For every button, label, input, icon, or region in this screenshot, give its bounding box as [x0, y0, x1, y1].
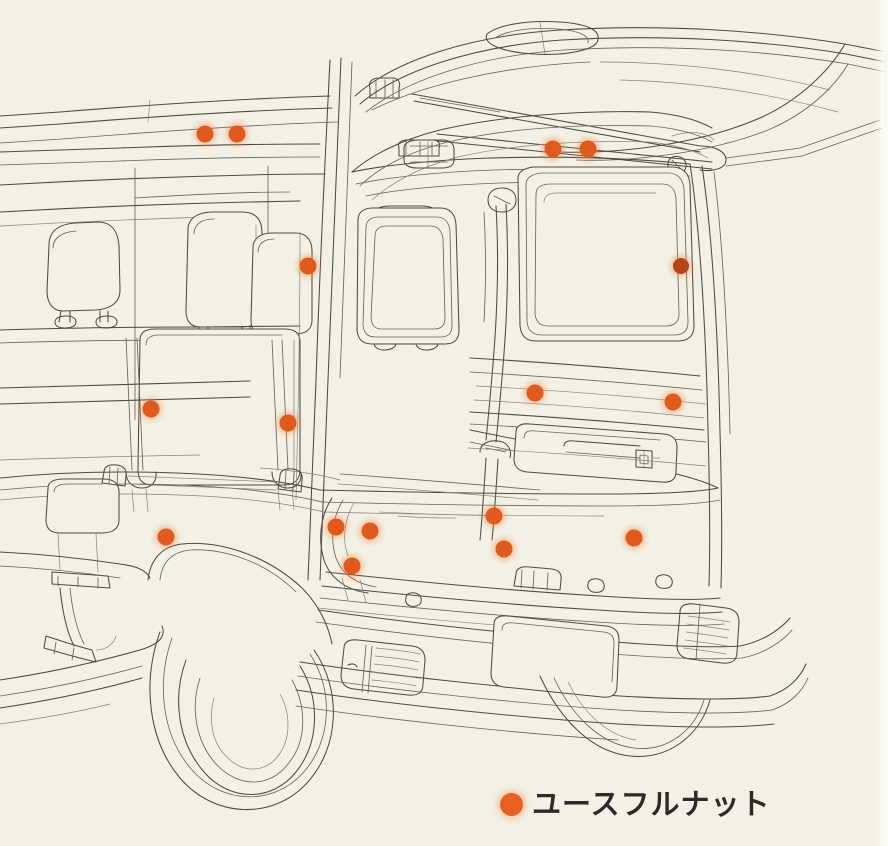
cargo-floor-deck [0, 430, 721, 593]
nut-marker-12 [327, 518, 345, 536]
legend-label: ユースフルナット [532, 787, 771, 821]
rear-bumper-and-body [296, 604, 809, 741]
vehicle-roof [0, 96, 339, 144]
center-window [356, 207, 460, 345]
nut-marker-11 [157, 528, 175, 546]
nut-marker-17 [625, 529, 643, 547]
nut-marker-07 [142, 400, 160, 418]
nut-marker-13 [361, 522, 379, 540]
left-lower-body [0, 552, 163, 725]
tailgate-gas-struts [412, 94, 883, 171]
rear-wheel-right [540, 676, 710, 756]
nut-marker-02 [228, 125, 246, 143]
seatbelt-assembly [126, 188, 516, 540]
nut-marker-05 [299, 257, 317, 275]
legend: ユースフルナット [500, 790, 771, 819]
left-seat-backs [0, 326, 301, 486]
nut-marker-15 [485, 507, 503, 525]
rear-quarter-window [517, 166, 695, 342]
nut-marker-16 [495, 540, 513, 558]
nut-marker-04 [579, 140, 597, 158]
nut-marker-01 [196, 125, 214, 143]
nut-marker-14 [343, 557, 361, 575]
nut-marker-10 [664, 393, 682, 411]
front-wheel-left [148, 543, 333, 809]
left-side-wall [0, 144, 325, 421]
nut-marker-03 [544, 140, 562, 158]
cross-member-hardware [102, 465, 302, 492]
tailgate-open-panel [355, 22, 886, 161]
interior-roof-lining [352, 112, 712, 201]
legend-nut-icon [500, 793, 523, 816]
nut-marker-08 [279, 414, 297, 432]
nut-marker-06 [673, 258, 689, 274]
center-b-pillar [295, 58, 353, 580]
nut-marker-09 [526, 384, 544, 402]
rear-inner-trim-panel [470, 358, 707, 483]
